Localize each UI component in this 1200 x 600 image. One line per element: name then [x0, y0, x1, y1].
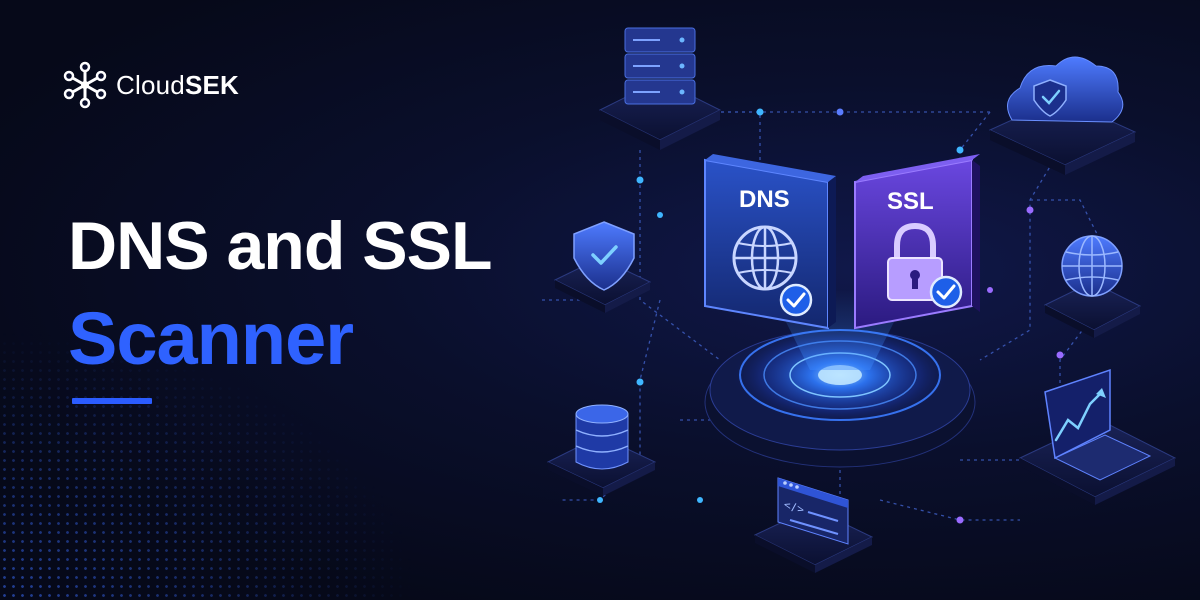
logo-wordmark: CloudSEK — [116, 70, 239, 101]
cloud-shield-icon — [988, 56, 1137, 175]
laptop-chart-icon — [1018, 368, 1177, 505]
logo-text-bold: SEK — [184, 69, 239, 100]
scanner-platform — [704, 290, 976, 468]
cloudsek-logo-icon — [63, 61, 107, 109]
dns-card-label: DNS — [739, 186, 790, 213]
ssl-card-label: SSL — [887, 188, 934, 215]
server-stack-icon — [598, 27, 722, 150]
shield-check-icon — [553, 221, 652, 313]
check-badge-icon — [929, 275, 963, 309]
ssl-card: SSL — [854, 154, 980, 330]
dot-pattern — [0, 330, 420, 600]
dns-card: DNS — [704, 154, 836, 330]
database-icon — [546, 404, 657, 496]
headline-underline — [72, 398, 152, 404]
code-window-icon: </> — [753, 477, 874, 573]
globe-icon — [732, 225, 798, 291]
check-badge-icon — [779, 283, 813, 317]
cloudsek-logo: CloudSEK — [60, 60, 239, 110]
globe-icon — [1043, 235, 1142, 338]
headline-line2: Scanner — [68, 297, 354, 380]
headline-line1: DNS and SSL — [68, 208, 492, 284]
svg-text:</>: </> — [784, 498, 804, 517]
logo-text-light: Cloud — [116, 69, 185, 100]
